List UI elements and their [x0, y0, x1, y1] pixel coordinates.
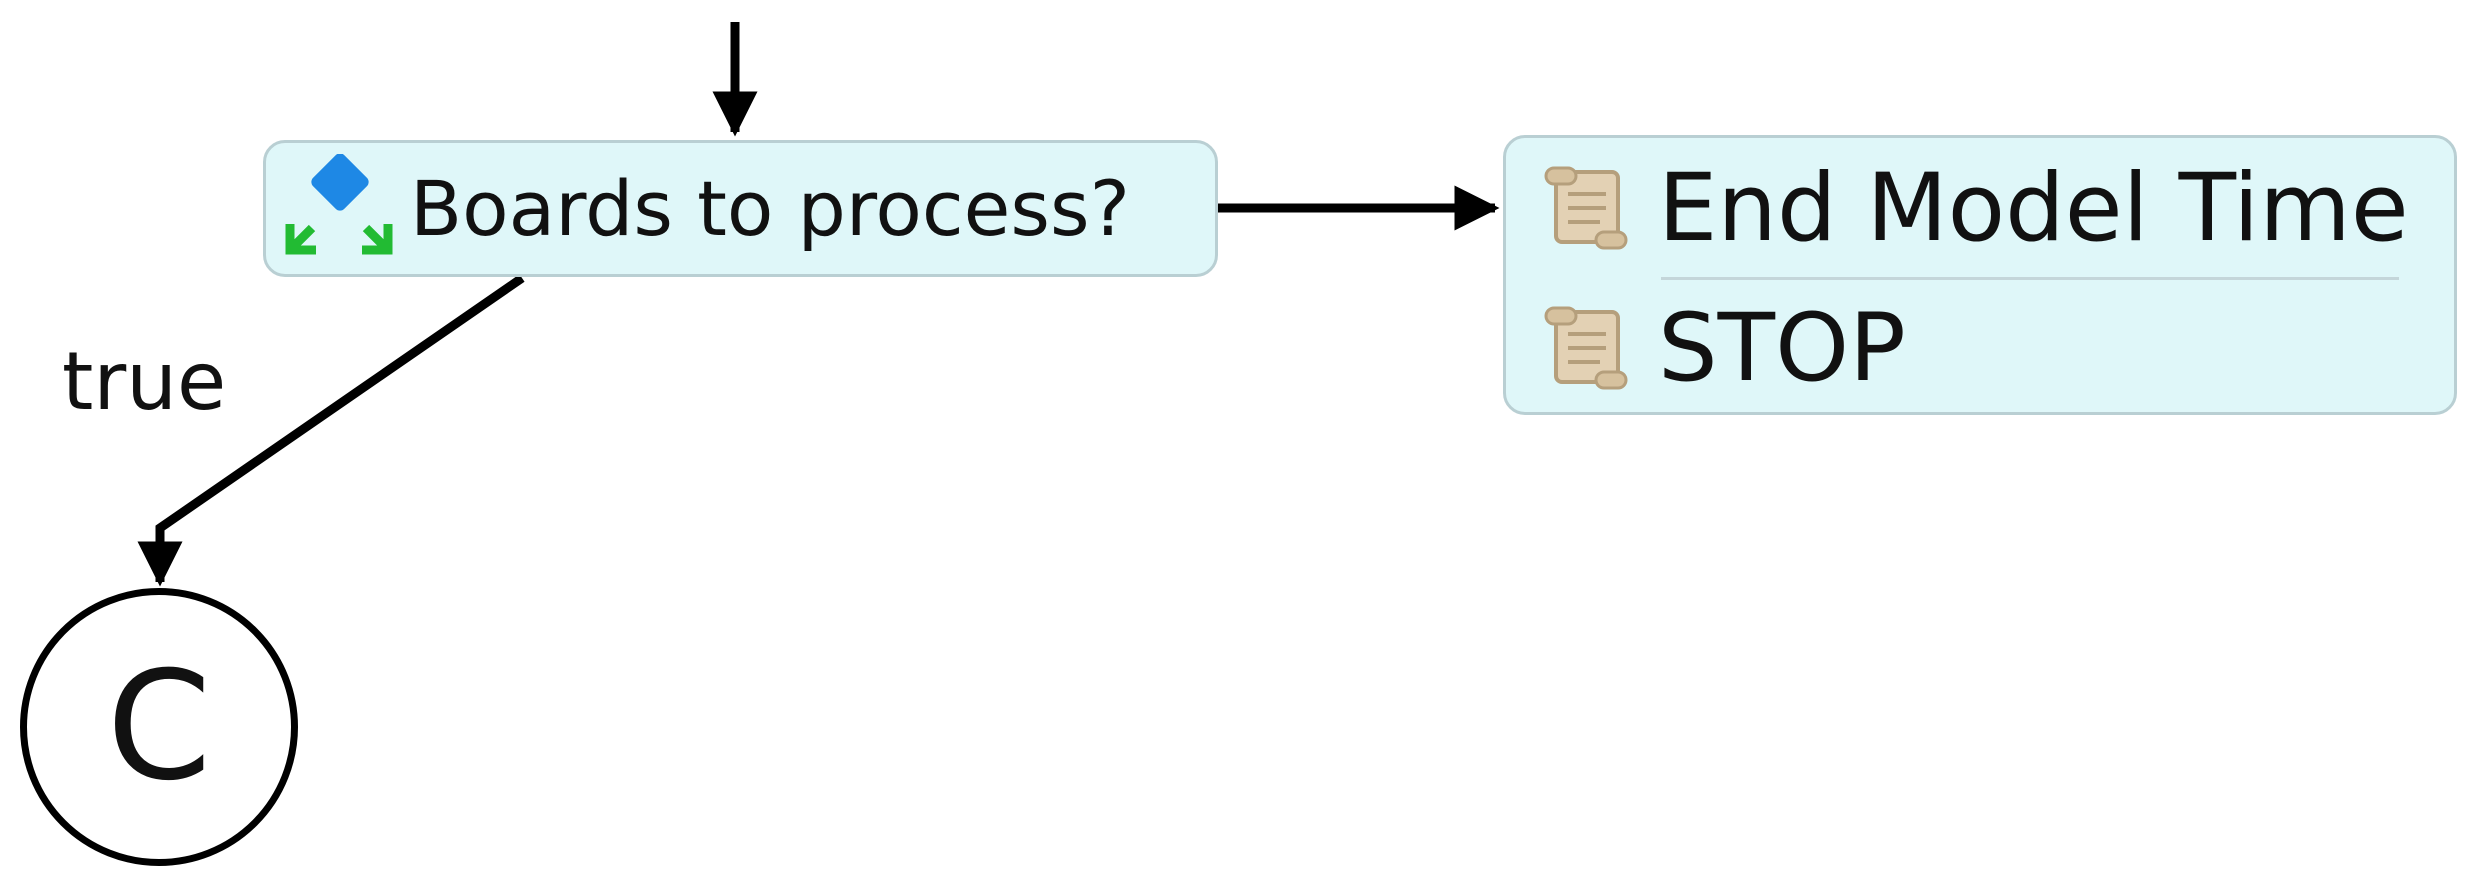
action-item-stop[interactable]: STOP — [1506, 288, 2454, 408]
action-divider — [1661, 277, 2399, 280]
action-label: STOP — [1658, 293, 1906, 403]
connector-label: C — [106, 640, 212, 814]
script-scroll-icon — [1544, 166, 1628, 250]
decision-diamond-icon — [285, 153, 393, 254]
action-label: End Model Time — [1658, 153, 2409, 263]
decision-node[interactable]: Boards to process? — [263, 140, 1218, 277]
script-scroll-icon — [1544, 306, 1628, 390]
true-edge[interactable] — [137, 274, 525, 587]
true-edge-label: true — [62, 335, 227, 428]
action-list-node[interactable]: End Model Time STOP — [1503, 135, 2457, 415]
connector-node[interactable]: C — [20, 588, 298, 866]
decision-label: Boards to process? — [410, 164, 1130, 253]
action-item-end-model-time[interactable]: End Model Time — [1506, 148, 2454, 268]
